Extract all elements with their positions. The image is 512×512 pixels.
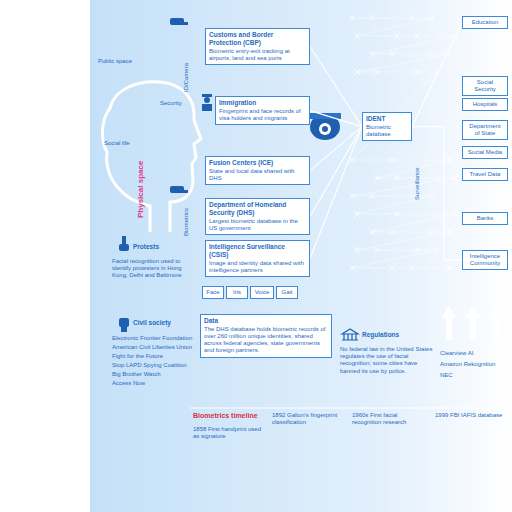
box-heading: Face	[206, 289, 219, 296]
database-box: IDENTBiometric database	[362, 112, 412, 141]
officer-icon	[202, 94, 212, 111]
box-heading: Travel Data	[470, 171, 501, 178]
agency-box: Department of Homeland Security (DHS)Lar…	[205, 198, 310, 235]
vendor-name: Amazon Rekognition	[440, 361, 495, 368]
box-body: Biometric database	[366, 124, 408, 138]
list-item: Big Brother Watch	[112, 371, 196, 378]
box-heading: Customs and Border Protection (CBP)	[209, 31, 306, 47]
protest-icon	[119, 236, 129, 251]
timeline-entry: 1858 First handprint used as signature	[193, 426, 265, 440]
vendor-name: NEC	[440, 372, 453, 379]
axis-label: Physical space	[136, 161, 146, 218]
box-heading: Social Media	[468, 149, 502, 156]
box-body: Fingerprint and face records of visa hol…	[219, 108, 306, 122]
connector	[412, 127, 462, 261]
axis-label: ID/Camera	[183, 63, 190, 92]
timeline-rule	[190, 408, 505, 409]
source-box: Travel Data	[462, 168, 508, 181]
section-heading: Regulations	[362, 331, 399, 339]
connector	[310, 111, 362, 127]
box-heading: Department of Homeland Security (DHS)	[209, 201, 306, 217]
section-body: No federal law in the United States regu…	[340, 346, 435, 375]
source-box: Banks	[462, 212, 508, 225]
zone-label: Security	[160, 100, 182, 107]
source-box: Social Media	[462, 146, 508, 159]
box-heading: Iris	[233, 289, 241, 296]
box-body: The DHS database holds biometric records…	[204, 326, 328, 355]
modality-box: Gait	[276, 286, 298, 299]
source-box: Hospitals	[462, 98, 508, 111]
box-heading: Department of State	[466, 123, 504, 137]
box-heading: IDENT	[366, 115, 408, 123]
box-heading: Intelligence Community	[466, 253, 504, 267]
section-heading: Protests	[133, 243, 159, 251]
box-heading: Fusion Centers (ICE)	[209, 159, 306, 167]
box-heading: Gait	[281, 289, 292, 296]
list-item: Access Now	[112, 380, 196, 387]
box-heading: Voice	[255, 289, 270, 296]
modality-box: Face	[202, 286, 224, 299]
regulation-icon	[342, 329, 358, 340]
agency-box: Customs and Border Protection (CBP)Biome…	[205, 28, 310, 65]
upward-arrows	[441, 306, 505, 340]
data-box: DataThe DHS database holds biometric rec…	[200, 314, 332, 358]
box-heading: Immigration	[219, 99, 306, 107]
source-box: Social Security	[462, 76, 508, 96]
camera-icon	[309, 113, 341, 140]
box-body: Image and identity data shared with inte…	[209, 260, 306, 274]
source-box: Department of State	[462, 120, 508, 140]
box-body: Biometric entry-exit tracking at airport…	[209, 48, 306, 62]
list-item: Fight for the Future	[112, 353, 196, 360]
timeline-entry: 1999 FBI IAFIS database	[435, 412, 507, 419]
box-heading: Intelligence Surveillance (CSIS)	[209, 243, 306, 259]
box-heading: Hospitals	[473, 101, 498, 108]
axis-label: Surveillance	[414, 167, 421, 200]
modality-box: Voice	[250, 286, 274, 299]
agency-box: Intelligence Surveillance (CSIS)Image an…	[205, 240, 310, 277]
box-heading: Education	[472, 19, 499, 26]
connector	[310, 127, 362, 217]
timeline-entry: 1892 Galton's fingerprint classification	[272, 412, 346, 426]
network-graph	[349, 15, 458, 271]
connector	[412, 23, 462, 127]
box-heading: Social Security	[466, 79, 504, 93]
list-item: Stop LAPD Spying Coalition	[112, 362, 196, 369]
zone-label: Social life	[104, 140, 130, 147]
box-heading: Data	[204, 317, 328, 325]
fist-icon	[119, 318, 129, 332]
list-item: American Civil Liberties Union	[112, 344, 196, 351]
modality-box: Iris	[226, 286, 248, 299]
zone-label: Public space	[98, 58, 132, 65]
list-item: Electronic Frontier Foundation	[112, 335, 196, 342]
section-body: Facial recognition used to identify prot…	[112, 258, 194, 280]
section-heading: Civil society	[133, 319, 171, 327]
vendor-name: Clearview AI	[440, 350, 473, 357]
source-box: Intelligence Community	[462, 250, 508, 270]
source-box: Education	[462, 16, 508, 29]
box-heading: Banks	[477, 215, 494, 222]
agency-box: ImmigrationFingerprint and face records …	[215, 96, 310, 125]
connector	[310, 127, 362, 259]
connector	[310, 46, 362, 126]
timeline-entry: 1960s First facial recognition research	[352, 412, 428, 426]
connector	[310, 127, 362, 171]
section-heading: Biometrics timeline	[193, 412, 268, 420]
box-body: Largest biometric database in the US gov…	[209, 218, 306, 232]
axis-label: Biometrics	[183, 208, 190, 236]
agency-box: Fusion Centers (ICE)State and local data…	[205, 156, 310, 185]
box-body: State and local data shared with DHS	[209, 168, 306, 182]
